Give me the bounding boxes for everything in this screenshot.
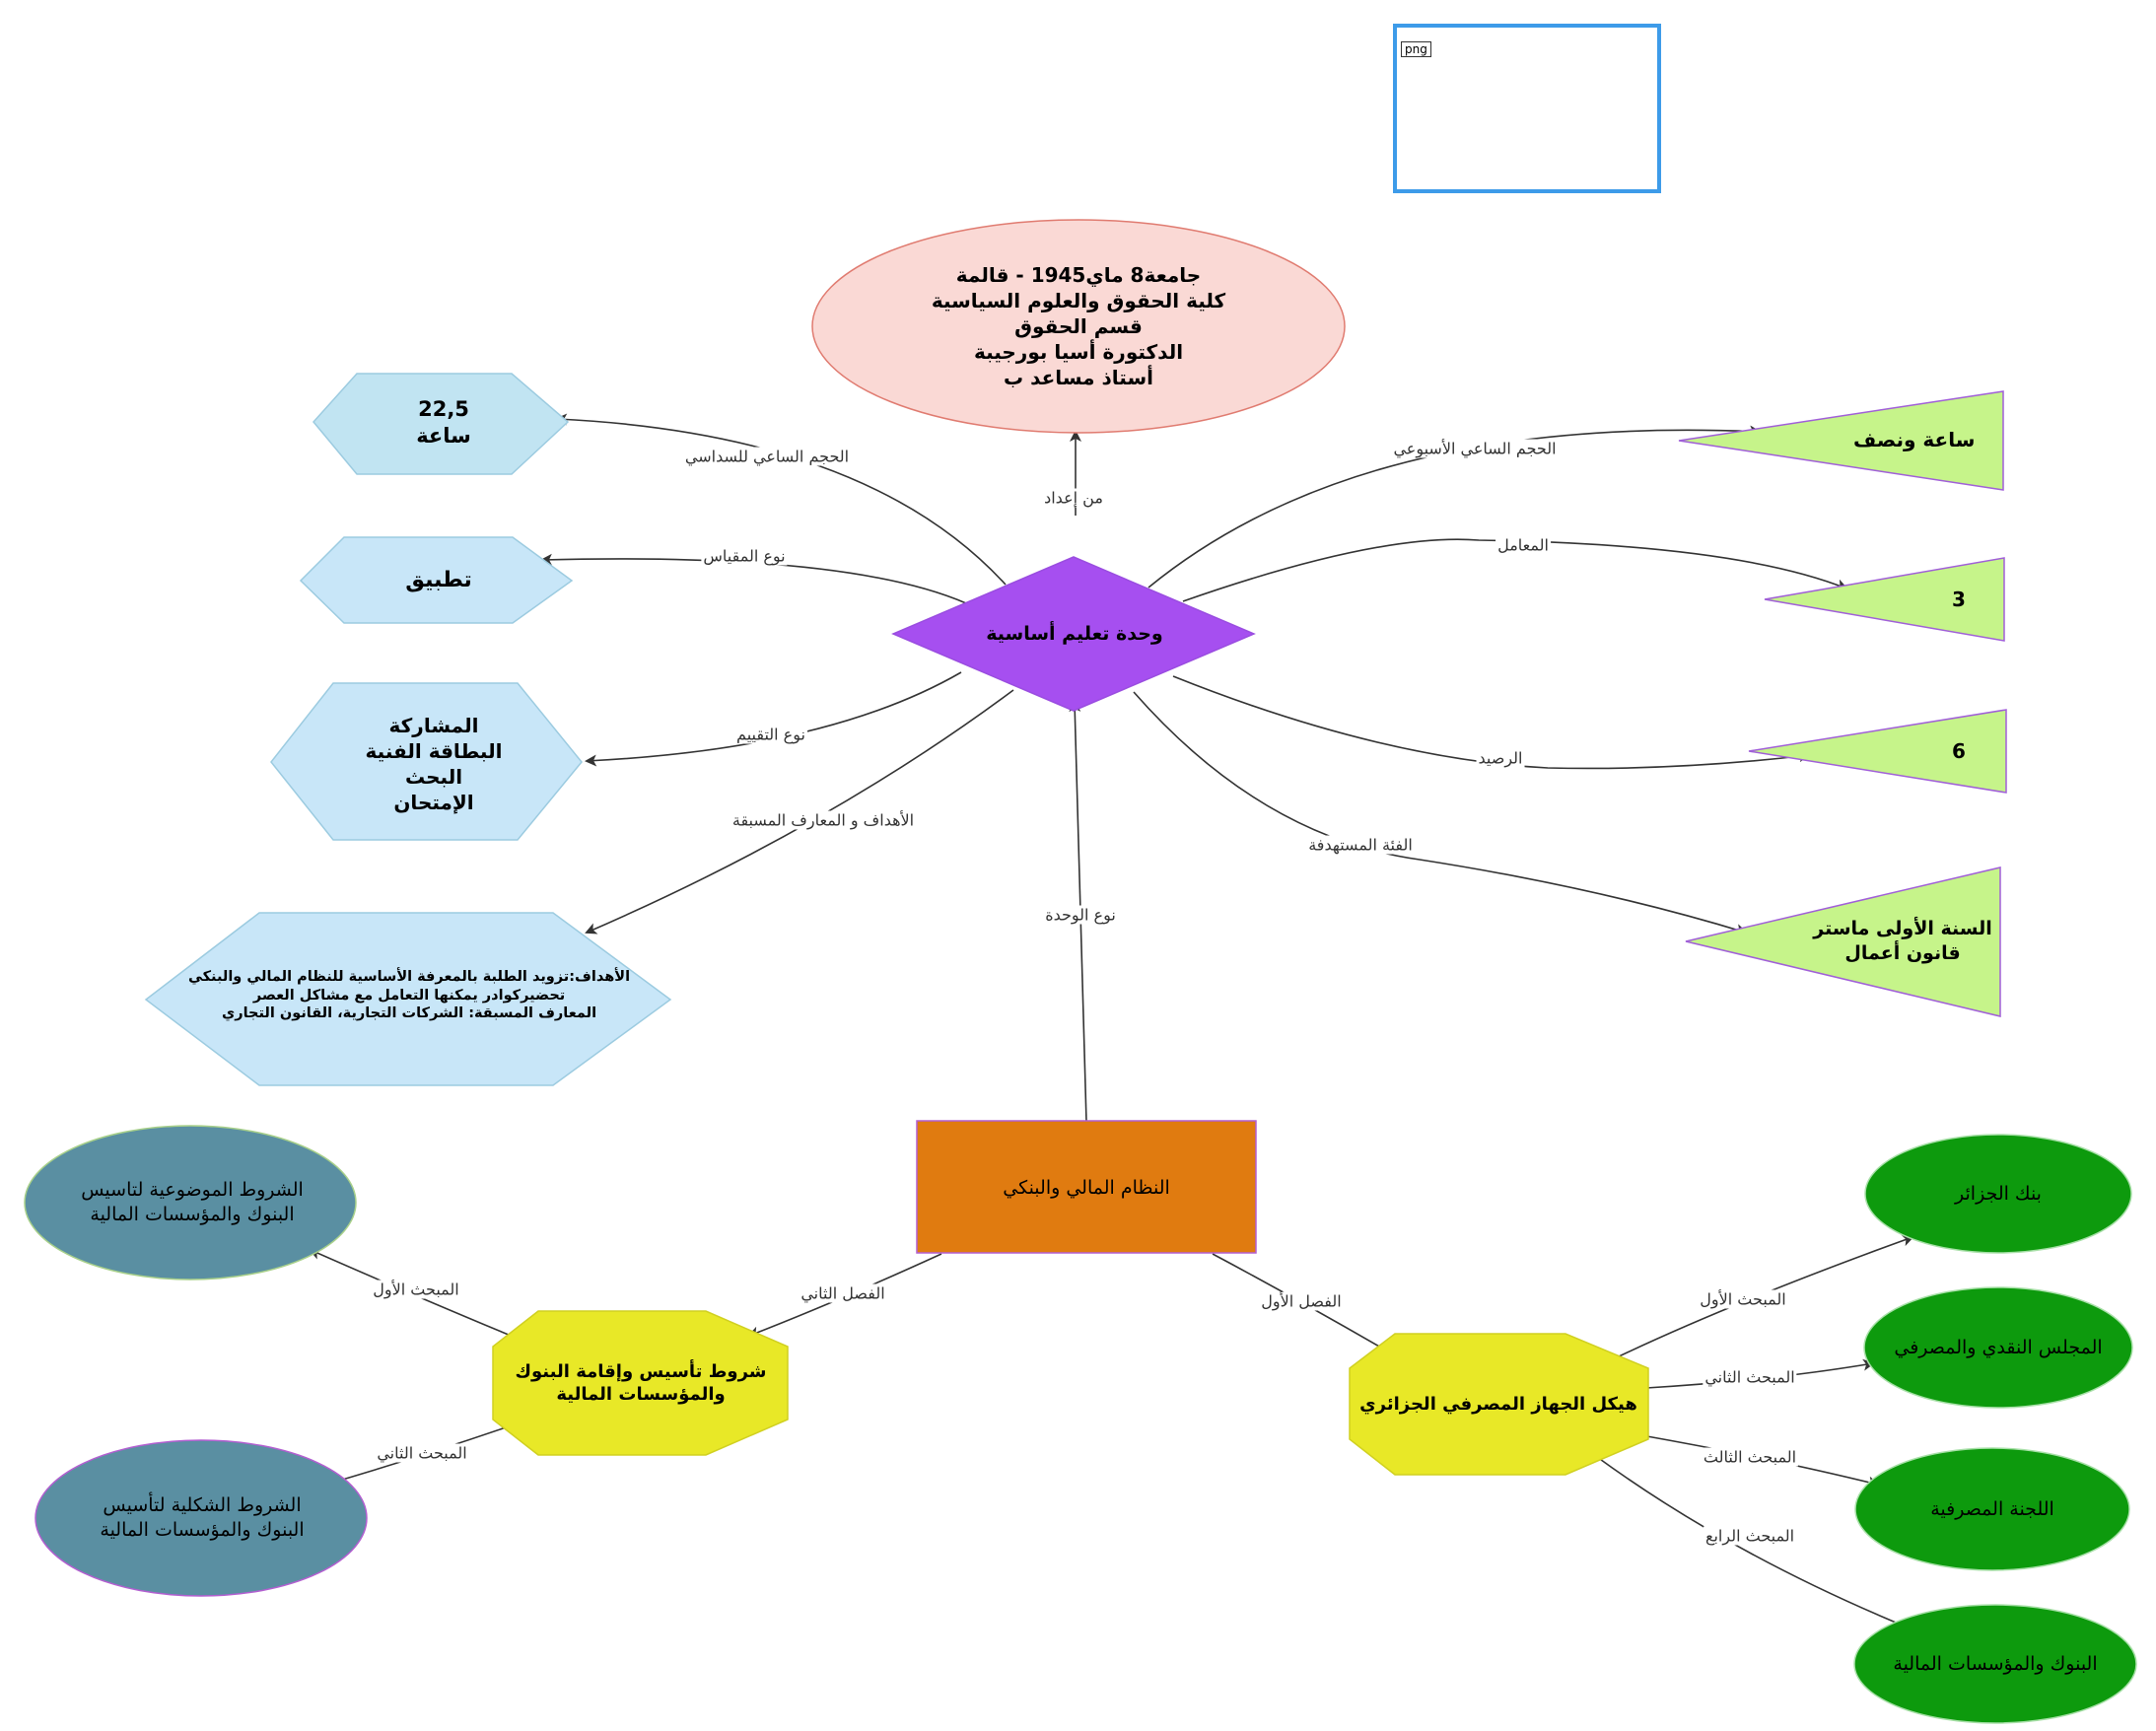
edge-label-semester-hours: الحجم الساعي للسداسي: [682, 447, 852, 466]
edge-label-unit-type: نوع الوحدة: [1043, 905, 1118, 925]
chapter2-text: شروط تأسيس وإقامة البنوك والمؤسسات المال…: [498, 1346, 784, 1420]
university-line-5: أستاذ مساعد ب: [1004, 366, 1153, 389]
edge-coefficient: [1182, 538, 1848, 602]
edge-credits: [1172, 675, 1811, 770]
formal-conditions-line-1: الشروط الشكلية لتأسيس: [103, 1494, 302, 1517]
council-text: المجلس النقدي والمصرفي: [1894, 1336, 2103, 1358]
png-tag: png: [1401, 41, 1431, 57]
formal-conditions-line-2: البنوك والمؤسسات المالية: [100, 1519, 305, 1541]
university-line-2: كلية الحقوق والعلوم السياسية: [931, 289, 1226, 312]
objective-conditions-line-1: الشروط الموضوعية لتاسيس: [81, 1179, 304, 1202]
hours-semester-text: 22,5 ساعة: [355, 386, 532, 459]
edge-label-evaluation-type: نوع التقييم: [734, 725, 807, 744]
edge-target-group: [1133, 691, 1748, 935]
scale-type-text: تطبيق: [405, 567, 472, 592]
unit-type-diamond[interactable]: [891, 556, 1256, 712]
scale-type-hexagon[interactable]: [299, 536, 574, 624]
hours-value: 22,5: [418, 396, 469, 421]
objective-conditions-ellipse[interactable]: [24, 1125, 357, 1281]
university-ellipse[interactable]: [811, 219, 1346, 434]
university-line-4: الدكتورة أسيا بورجيبة: [973, 340, 1184, 364]
credits-text: 6: [1952, 739, 1966, 763]
course-rectangle[interactable]: [916, 1120, 1257, 1254]
target-group-line-1: السنة الأولى ماستر: [1813, 918, 1992, 940]
chapter2-line-2: والمؤسسات المالية: [556, 1384, 726, 1405]
edge-label-section2-left: المبحث الثاني: [375, 1443, 469, 1463]
unit-type-text: وحدة تعليم أساسية: [986, 622, 1163, 645]
university-line-3: قسم الحقوق: [1014, 314, 1143, 338]
target-group-text: السنة الأولى ماستر قانون أعمال: [1804, 907, 2001, 976]
university-line-1: جامعة8 ماي1945 - قالمة: [955, 263, 1202, 287]
edge-label-chapter1: الفصل الأول: [1259, 1291, 1344, 1311]
objectives-line-3: المعارف المسبقة: الشركات التجارية، القان…: [221, 1005, 597, 1022]
edge-label-credits: الرصيد: [1476, 748, 1525, 768]
evaluation-text: المشاركة البطاقة الفنية البحث الإمتحان: [320, 690, 547, 838]
edge-label-section3-right: المبحث الثالث: [1701, 1447, 1799, 1467]
objective-conditions-line-2: البنوك والمؤسسات المالية: [90, 1204, 295, 1225]
credits-triangle[interactable]: [1748, 709, 2007, 794]
bank-algeria-ellipse[interactable]: [1864, 1134, 2132, 1254]
edge-section4-right: [1596, 1456, 1919, 1633]
council-ellipse[interactable]: [1863, 1286, 2133, 1409]
objectives-line-2: تحضيركوادر يمكنها التعامل مع مشاكل العصر: [252, 987, 566, 1004]
edge-label-section2-right: المبحث الثاني: [1703, 1367, 1797, 1387]
hours-semester-hexagon[interactable]: [313, 373, 570, 475]
edge-semester-hours: [555, 413, 1007, 586]
target-group-triangle[interactable]: [1685, 866, 2001, 1017]
edge-weekly-hours: [1148, 425, 1762, 589]
banks-institutions-ellipse[interactable]: [1853, 1604, 2137, 1724]
weekly-hours-triangle[interactable]: [1678, 390, 2004, 491]
objectives-line-1: الأهداف:تزويد الطلبة بالمعرفة الأساسية ل…: [187, 968, 631, 985]
university-text: جامعة8 ماي1945 - قالمة كلية الحقوق والعل…: [812, 232, 1345, 421]
formal-conditions-text: الشروط الشكلية لتأسيس البنوك والمؤسسات ا…: [49, 1479, 355, 1558]
chapter1-octagon[interactable]: [1349, 1333, 1649, 1476]
edge-label-objectives: الأهداف و المعارف المسبقة: [730, 810, 917, 830]
edge-label-chapter2: الفصل الثاني: [799, 1283, 887, 1303]
course-text: النظام المالي والبنكي: [1003, 1176, 1170, 1199]
chapter2-octagon[interactable]: [492, 1310, 789, 1456]
coefficient-triangle[interactable]: [1764, 557, 2005, 642]
evaluation-line-4: الإمتحان: [393, 791, 474, 814]
commission-ellipse[interactable]: [1854, 1447, 2130, 1571]
objectives-text: الأهداف:تزويد الطلبة بالمعرفة الأساسية ل…: [177, 946, 641, 1045]
banks-institutions-text: البنوك والمؤسسات المالية: [1893, 1652, 2098, 1675]
logo-frame: png: [1393, 24, 1661, 193]
objective-conditions-text: الشروط الموضوعية لتاسيس البنوك والمؤسسات…: [39, 1163, 345, 1242]
objectives-hexagon[interactable]: [144, 912, 672, 1086]
edge-label-coefficient: المعامل: [1495, 535, 1551, 555]
edge-label-prepared-by: من إعداد: [1042, 488, 1105, 508]
edge-scale-type: [540, 553, 967, 604]
evaluation-line-3: البحث: [404, 765, 463, 789]
bank-algeria-text: بنك الجزائر: [1955, 1182, 2042, 1205]
edge-label-section1-left: المبحث الأول: [371, 1280, 461, 1299]
edge-evaluation-type: [585, 671, 962, 767]
commission-text: اللجنة المصرفية: [1930, 1497, 2054, 1520]
hours-unit: ساعة: [416, 424, 471, 448]
edge-label-target-group: الفئة المستهدفة: [1306, 835, 1415, 855]
evaluation-line-2: البطاقة الفنية: [365, 739, 503, 763]
nodes: [24, 219, 2137, 1724]
edge-label-section4-right: المبحث الرابع: [1703, 1526, 1797, 1546]
edge-label-scale-type: نوع المقياس: [701, 546, 788, 566]
formal-conditions-ellipse[interactable]: [35, 1439, 368, 1597]
edge-label-section1-right: المبحث الأول: [1698, 1289, 1788, 1309]
evaluation-line-1: المشاركة: [388, 714, 479, 737]
chapter1-text: هيكل الجهاز المصرفي الجزائري: [1359, 1394, 1637, 1416]
edge-label-weekly-hours: الحجم الساعي الأسبوعي: [1391, 439, 1559, 458]
evaluation-hexagon[interactable]: [270, 682, 583, 841]
target-group-line-2: قانون أعمال: [1844, 942, 1961, 964]
weekly-hours-text: ساعة ونصف: [1853, 428, 1976, 451]
coefficient-text: 3: [1952, 588, 1966, 611]
chapter2-line-1: شروط تأسيس وإقامة البنوك: [515, 1360, 767, 1382]
